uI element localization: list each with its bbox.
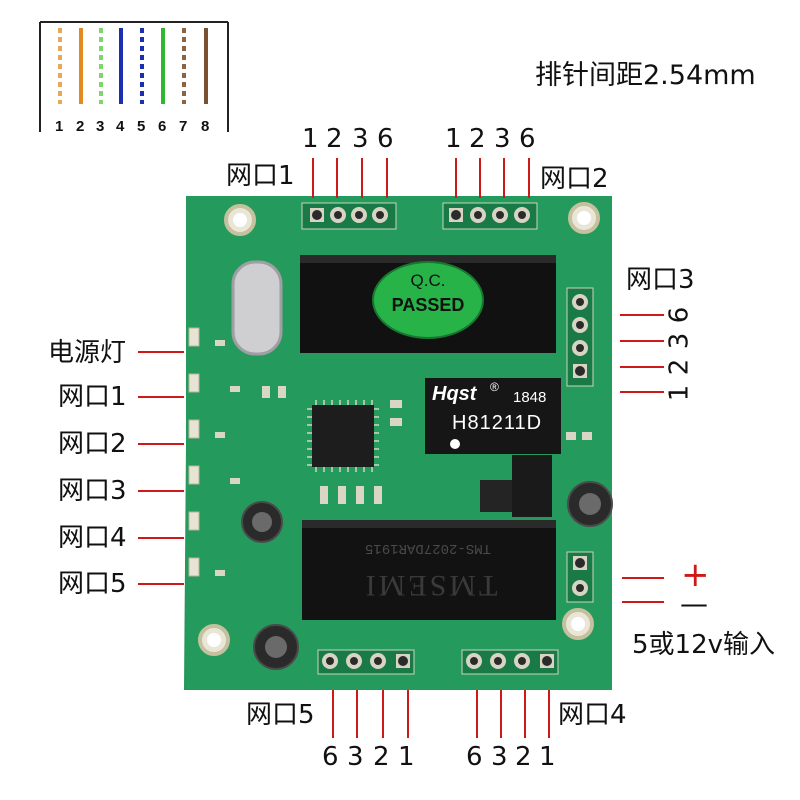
callout-port5-pin1 (407, 690, 409, 738)
callout-power-plus (622, 577, 664, 579)
port4-pin-label: 2 (515, 742, 532, 772)
chip-model: H81211D (452, 412, 543, 434)
callout-port4-pin2 (524, 690, 526, 738)
qc-line1: Q.C. (410, 271, 446, 290)
power-minus: — (680, 587, 708, 620)
callout-port2-pin6 (528, 158, 530, 198)
callout-port3-pin1 (620, 391, 664, 393)
led-label-port2: 网口2 (58, 429, 127, 459)
port1-pin-label: 6 (377, 124, 394, 154)
port2-top-label: 网口2 (540, 164, 609, 194)
callout-port4-pin6 (476, 690, 478, 738)
wire-number-6: 6 (158, 118, 167, 135)
port2-pin-label: 3 (494, 124, 511, 154)
chip-brand: Hqst (432, 383, 477, 405)
callout-port4-pin1 (548, 690, 550, 738)
port5-pin-label: 6 (322, 742, 339, 772)
wire-number-5: 5 (137, 118, 146, 135)
callout-led-power (138, 351, 184, 353)
port4-pin-label: 6 (466, 742, 483, 772)
port3-pin-label: 1 (664, 384, 695, 402)
port3-label: 网口3 (626, 265, 695, 295)
callout-power-minus (622, 601, 664, 603)
callout-led-port4 (138, 537, 184, 539)
port1-pin-label: 3 (352, 124, 369, 154)
port5-pin-label: 3 (347, 742, 364, 772)
wire-number-3: 3 (96, 118, 105, 135)
callout-port1-pin1 (312, 158, 314, 198)
power-input-label: 5或12v输入 (632, 630, 776, 660)
port5-pin-label: 1 (398, 742, 415, 772)
led-label-port3: 网口3 (58, 476, 127, 506)
port4-pin-label: 3 (491, 742, 508, 772)
callout-port2-pin3 (503, 158, 505, 198)
port4-pin-label: 1 (539, 742, 556, 772)
qc-sticker: Q.C. PASSED (372, 261, 484, 339)
callout-led-port3 (138, 490, 184, 492)
callout-port2-pin1 (455, 158, 457, 198)
port3-pin-label: 2 (664, 358, 695, 376)
callout-port1-pin6 (386, 158, 388, 198)
callout-port5-pin6 (332, 690, 334, 738)
led-label-port5: 网口5 (58, 569, 127, 599)
transformer-text: TMSEMI (362, 569, 498, 602)
port1-top-label: 网口1 (226, 161, 295, 191)
port2-pin-label: 2 (469, 124, 486, 154)
callout-port5-pin2 (382, 690, 384, 738)
port2-pin-label: 6 (519, 124, 536, 154)
port3-pin-label: 3 (664, 332, 695, 350)
callout-led-port2 (138, 443, 184, 445)
qc-line2: PASSED (391, 295, 465, 315)
wire-number-1: 1 (55, 118, 64, 135)
callout-port1-pin2 (336, 158, 338, 198)
callout-port3-pin2 (620, 366, 664, 368)
callout-port5-pin3 (356, 690, 358, 738)
port5-label: 网口5 (246, 700, 315, 730)
callout-port3-pin6 (620, 314, 664, 316)
transformer-subtext: TMS-2027DAR1915 (364, 540, 492, 556)
port2-pin-label: 1 (445, 124, 462, 154)
port3-pin-label: 6 (664, 306, 695, 324)
wire-number-2: 2 (76, 118, 85, 135)
callout-port1-pin3 (361, 158, 363, 198)
callout-port3-pin3 (620, 340, 664, 342)
power-plus: + (681, 555, 710, 595)
callout-port4-pin3 (500, 690, 502, 738)
port1-pin-label: 1 (302, 124, 319, 154)
led-label-power: 电源灯 (48, 338, 127, 368)
chip-reg: ® (490, 380, 499, 394)
callout-led-port1 (138, 396, 184, 398)
pitch-note: 排针间距2.54mm (535, 60, 756, 91)
wire-number-8: 8 (201, 118, 210, 135)
port4-label: 网口4 (558, 700, 627, 730)
chip-date: 1848 (513, 389, 547, 406)
wire-number-4: 4 (116, 118, 125, 135)
wire-number-7: 7 (179, 118, 188, 135)
port5-pin-label: 2 (373, 742, 390, 772)
led-label-port1: 网口1 (58, 382, 127, 412)
callout-port2-pin2 (479, 158, 481, 198)
port1-pin-label: 2 (326, 124, 343, 154)
led-label-port4: 网口4 (58, 523, 127, 553)
callout-led-port5 (138, 583, 184, 585)
